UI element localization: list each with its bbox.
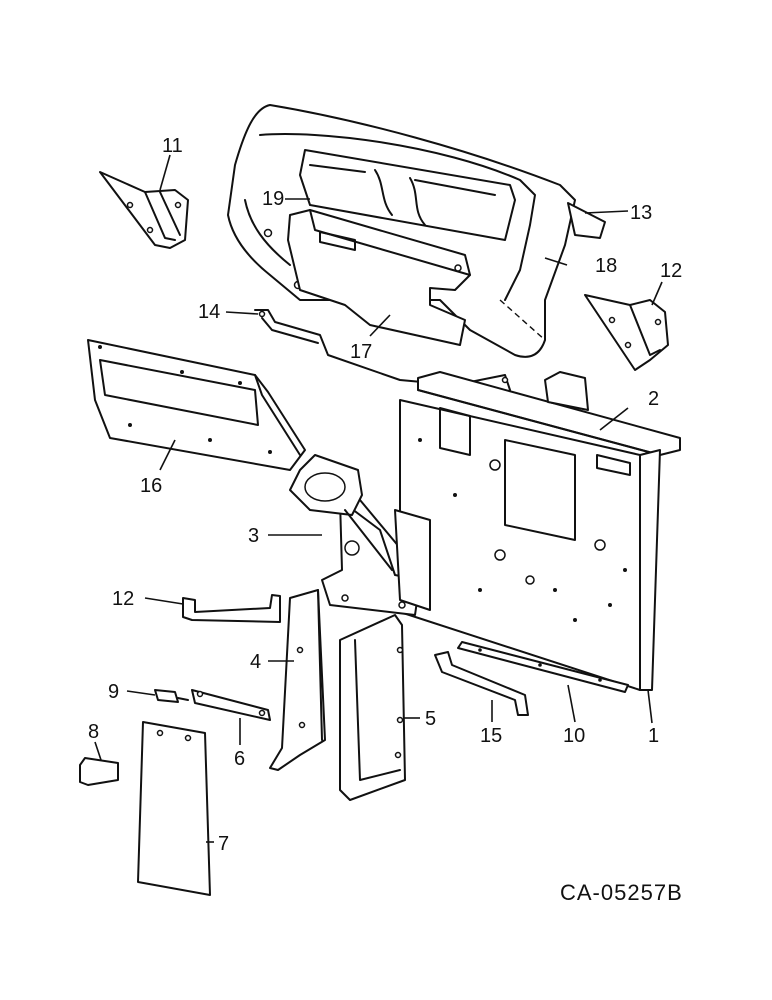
part-6-strap bbox=[191, 689, 271, 721]
callout-11: 12 bbox=[660, 260, 682, 282]
part-15-duct bbox=[87, 339, 306, 471]
callout-18: 13 bbox=[630, 202, 652, 224]
part-11-bracket bbox=[584, 294, 669, 371]
drawing-code: CA-05257B bbox=[560, 880, 683, 905]
part-8-clip bbox=[79, 757, 119, 786]
callout-13: 14 bbox=[198, 301, 220, 323]
callout-5: 5 bbox=[425, 708, 436, 730]
callout-12-left: 12 bbox=[112, 588, 134, 610]
part-14-strip bbox=[457, 641, 629, 693]
part-10-bracket bbox=[99, 171, 189, 249]
callout-15: 16 bbox=[140, 475, 162, 497]
part-13-rod bbox=[254, 309, 511, 391]
part-9-fastener bbox=[154, 689, 189, 703]
part-16-plate bbox=[287, 209, 471, 346]
part-19-inner-frame bbox=[299, 149, 516, 241]
part-3-pipe bbox=[289, 454, 431, 616]
part-18-tab bbox=[567, 202, 606, 239]
callout-10: 11 bbox=[162, 135, 183, 157]
callout-3: 3 bbox=[248, 525, 259, 547]
part-12-bracket-left bbox=[182, 594, 281, 623]
callout-17: 18 bbox=[595, 255, 617, 277]
leader-lines bbox=[94, 154, 663, 843]
part-1-panel bbox=[399, 399, 661, 691]
callout-19: 19 bbox=[262, 188, 284, 210]
callout-4: 4 bbox=[250, 651, 261, 673]
callout-8: 8 bbox=[88, 721, 99, 743]
part-4-upright bbox=[269, 589, 326, 771]
callout-6: 6 bbox=[234, 748, 245, 770]
callout-16: 17 bbox=[350, 341, 372, 363]
part-7-cover-plate bbox=[137, 721, 211, 896]
part-2-rail bbox=[417, 371, 681, 456]
callout-12-right: 15 bbox=[480, 725, 502, 747]
part-12-bracket-right bbox=[434, 651, 529, 716]
part-5-upright bbox=[339, 614, 406, 801]
callouts: 11 12 14 19 17 18 13 2 16 3 12 15 10 1 4… bbox=[88, 135, 682, 855]
callout-9: 9 bbox=[108, 681, 119, 703]
callout-7: 7 bbox=[218, 833, 229, 855]
callout-14: 10 bbox=[563, 725, 585, 747]
callout-1: 1 bbox=[648, 725, 659, 747]
callout-2: 2 bbox=[648, 388, 659, 410]
